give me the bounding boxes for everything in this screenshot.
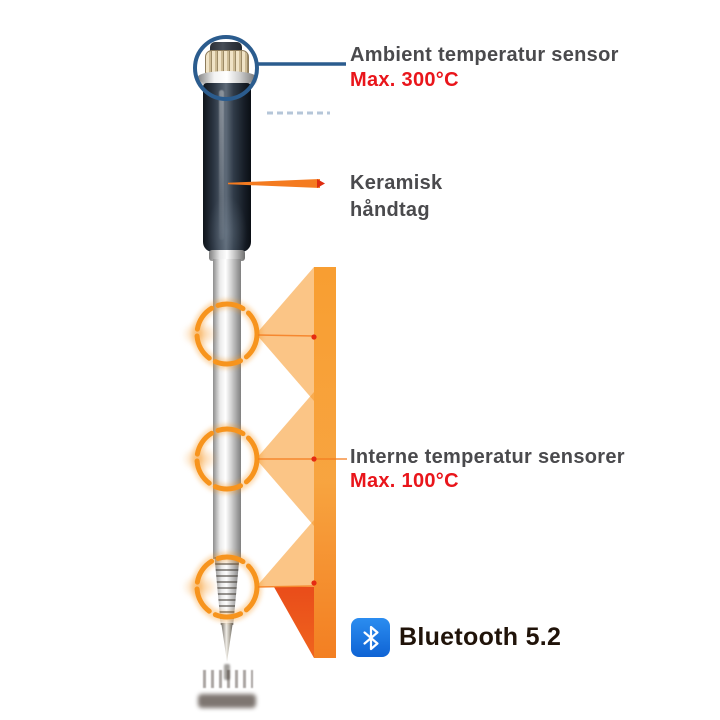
highlight-red-triangle: [274, 587, 314, 658]
bluetooth-icon: [351, 618, 390, 657]
probe-tip: [221, 623, 233, 662]
probe-collar: [209, 250, 245, 261]
orange-glow: [182, 574, 218, 600]
probe-reflection-marks: [203, 670, 253, 688]
orange-glow: [182, 321, 218, 347]
bluetooth-spec: Bluetooth 5.2: [351, 618, 561, 657]
probe-tip-reflection: [224, 664, 230, 680]
probe-shaft: [213, 259, 241, 559]
highlight-fan-top: [256, 267, 314, 401]
probe-threaded-taper: [214, 557, 240, 625]
highlight-fan-middle: [256, 392, 314, 526]
handle-arrow-tip: [317, 179, 325, 188]
ceramic-handle-label: Keramisk håndtag: [350, 172, 443, 221]
probe-reflection-smudge: [198, 694, 256, 708]
internal-sensors-title: Interne temperatur sensorer: [350, 446, 625, 468]
handle-arrow: [228, 179, 320, 188]
orange-glow: [182, 446, 218, 472]
highlight-beam-bar: [314, 267, 336, 658]
ambient-sensor-max-temp: Max. 300°C: [350, 69, 459, 91]
internal-sensors-max-temp: Max. 100°C: [350, 470, 459, 492]
highlight-fan-bottom: [256, 520, 314, 587]
bluetooth-glyph: [362, 625, 379, 650]
bluetooth-version-label: Bluetooth 5.2: [399, 623, 562, 651]
probe-handle-gloss: [219, 90, 224, 240]
probe-ceramic-handle: [203, 83, 251, 252]
ambient-sensor-title: Ambient temperatur sensor: [350, 44, 619, 66]
